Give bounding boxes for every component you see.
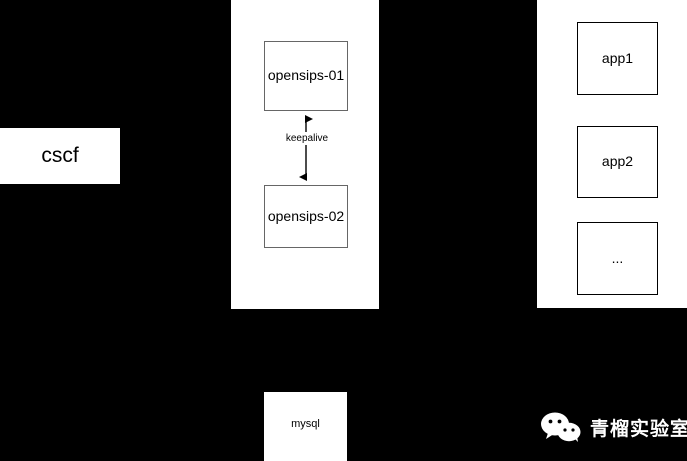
- node-app2[interactable]: app2: [577, 126, 658, 198]
- node-cscf-label: cscf: [41, 143, 79, 167]
- edge-label-keepalive: keepalive: [268, 132, 346, 145]
- keepalive-arrow-icon: [299, 115, 313, 181]
- node-opensips-02-label: opensips-02: [267, 207, 345, 224]
- node-opensips-01[interactable]: opensips-01: [264, 41, 348, 111]
- node-opensips-02[interactable]: opensips-02: [264, 185, 348, 248]
- node-app1-label: app1: [601, 49, 634, 66]
- node-cscf[interactable]: cscf: [0, 128, 120, 184]
- node-app-ellipsis[interactable]: ...: [577, 222, 658, 295]
- watermark: 青榴实验室: [540, 412, 687, 442]
- node-app1[interactable]: app1: [577, 22, 658, 95]
- node-opensips-01-label: opensips-01: [267, 67, 345, 84]
- node-mysql-label: mysql: [291, 418, 320, 430]
- node-app2-label: app2: [601, 153, 634, 170]
- watermark-text: 青榴实验室: [590, 418, 687, 440]
- wechat-icon: [541, 412, 581, 442]
- node-app-ellipsis-label: ...: [611, 249, 624, 266]
- node-mysql[interactable]: mysql: [264, 392, 347, 461]
